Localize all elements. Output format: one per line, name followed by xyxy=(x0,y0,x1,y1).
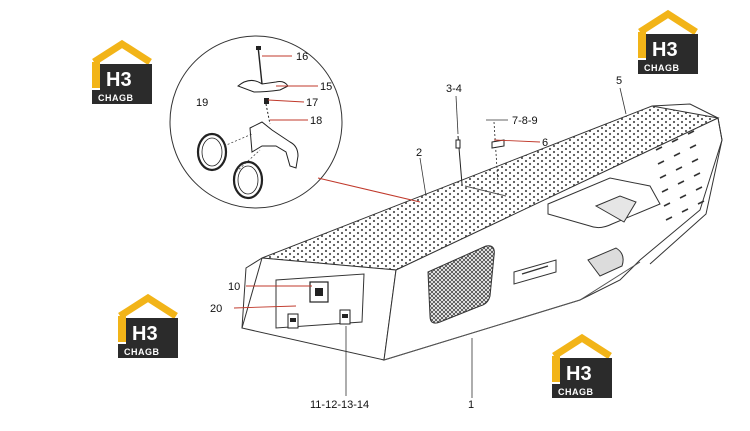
vent-slot xyxy=(689,144,697,149)
side-vent-slots xyxy=(655,130,705,221)
front-slot xyxy=(513,259,557,285)
callout-19: 19 xyxy=(196,97,208,109)
callout-5: 5 xyxy=(616,75,622,87)
vent-slot xyxy=(695,186,703,191)
bracket xyxy=(249,121,299,169)
brand-logo-bottom-right: H3 CHAGB xyxy=(552,333,612,398)
ring-lower xyxy=(232,160,264,200)
callout-15: 15 xyxy=(320,81,332,93)
vent-slot xyxy=(673,152,681,157)
top-clamp xyxy=(237,80,289,93)
access-door xyxy=(275,273,365,329)
detail-inset xyxy=(169,35,421,209)
svg-text:CHAGB: CHAGB xyxy=(558,387,594,397)
callout-11-12-13-14: 11-12-13-14 xyxy=(310,399,369,411)
callout-leaders-dark xyxy=(345,87,627,398)
svg-text:H3: H3 xyxy=(652,39,678,61)
brand-logo-top-left: H3 CHAGB xyxy=(92,39,152,104)
svg-text:H3: H3 xyxy=(566,363,592,385)
svg-text:CHAGB: CHAGB xyxy=(124,347,160,357)
ring-upper xyxy=(196,132,228,172)
vent-slot xyxy=(681,208,689,213)
svg-text:CHAGB: CHAGB xyxy=(98,93,134,103)
vent-slot xyxy=(693,172,701,177)
vent-slot xyxy=(655,146,663,151)
right-cutouts xyxy=(547,177,661,277)
callout-16: 16 xyxy=(296,51,308,63)
callout-20: 20 xyxy=(210,303,222,315)
callout-1: 1 xyxy=(468,399,474,411)
svg-text:H3: H3 xyxy=(132,323,158,345)
vent-slot xyxy=(659,174,667,179)
callout-3-4: 3-4 xyxy=(446,83,462,95)
mesh-grille xyxy=(427,245,495,324)
vent-slot xyxy=(671,138,679,143)
callout-7-8-9: 7-8-9 xyxy=(512,115,538,127)
detail-circle xyxy=(169,35,343,209)
callout-6: 6 xyxy=(542,137,548,149)
vent-slot xyxy=(677,180,685,185)
vent-slot xyxy=(697,200,705,205)
vent-slot xyxy=(665,216,673,221)
callout-18: 18 xyxy=(310,115,322,127)
vent-slot xyxy=(687,130,695,135)
callout-17: 17 xyxy=(306,97,318,109)
brand-logo-top-right: H3 CHAGB xyxy=(638,9,698,74)
callout-2: 2 xyxy=(416,147,422,159)
callout-10: 10 xyxy=(228,281,240,293)
vent-slot xyxy=(663,202,671,207)
vent-slot xyxy=(691,158,699,163)
brand-logo-bottom-left: H3 CHAGB xyxy=(118,293,178,358)
vent-slot xyxy=(661,188,669,193)
svg-text:CHAGB: CHAGB xyxy=(644,63,680,73)
detail-leader xyxy=(317,177,421,203)
vent-slot xyxy=(679,194,687,199)
vent-slot xyxy=(675,166,683,171)
callout-leaders xyxy=(233,55,541,309)
vent-slot xyxy=(657,160,665,165)
svg-text:H3: H3 xyxy=(106,69,132,91)
